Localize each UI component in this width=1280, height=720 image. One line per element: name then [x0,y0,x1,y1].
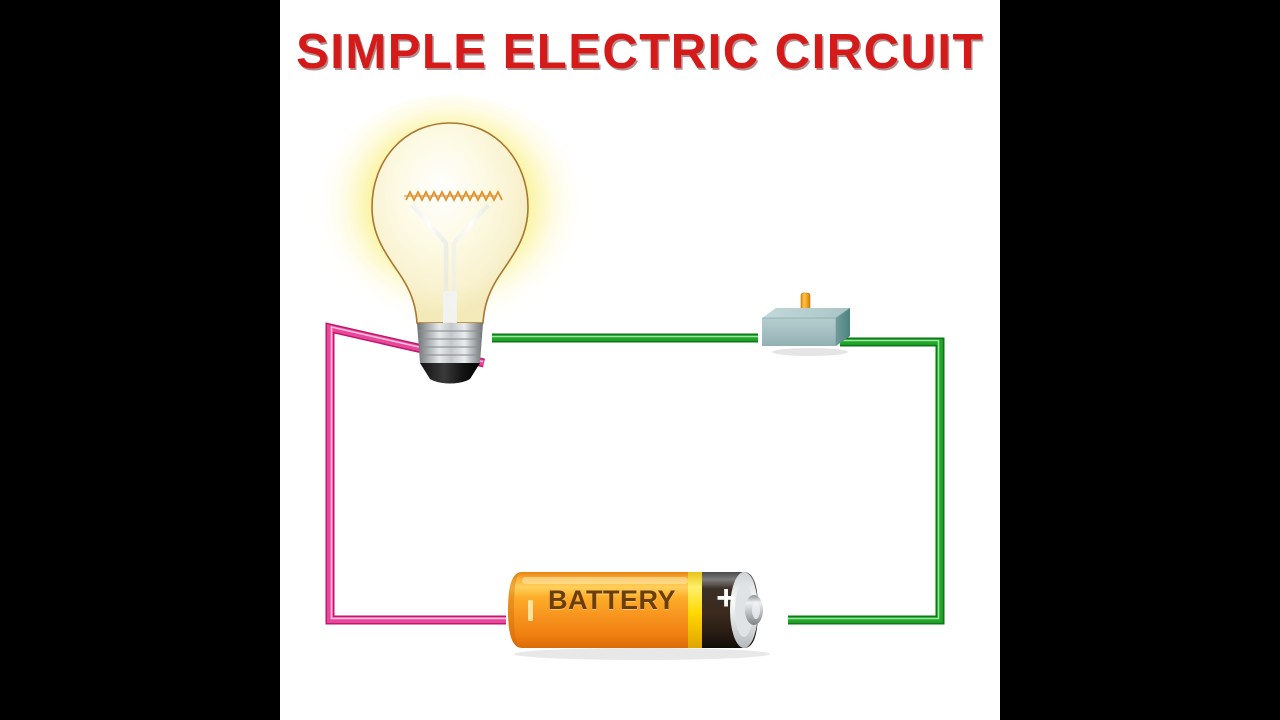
bulb-tip-contact [420,363,480,384]
battery[interactable]: BATTERY + [492,560,792,660]
light-bulb-graphic [310,95,590,384]
diagram-canvas: SIMPLE ELECTRIC CIRCUIT [280,0,1000,720]
pillarbox-right [1000,0,1280,720]
bulb-screw-base [417,323,483,363]
toggle-switch[interactable] [752,288,862,358]
bulb-base-threads [419,330,481,356]
battery-graphic [508,572,770,660]
switch-body-front [762,318,836,346]
toggle-switch-graphic [762,292,851,356]
switch-body-side [836,308,850,346]
switch-body-top [762,308,850,318]
battery-band [688,572,702,648]
battery-body [508,572,688,648]
bulb-filament [405,189,503,203]
battery-negative-marker [528,600,533,621]
light-bulb[interactable] [300,95,600,395]
page-title: SIMPLE ELECTRIC CIRCUIT [296,25,984,79]
pillarbox-left [0,0,280,720]
